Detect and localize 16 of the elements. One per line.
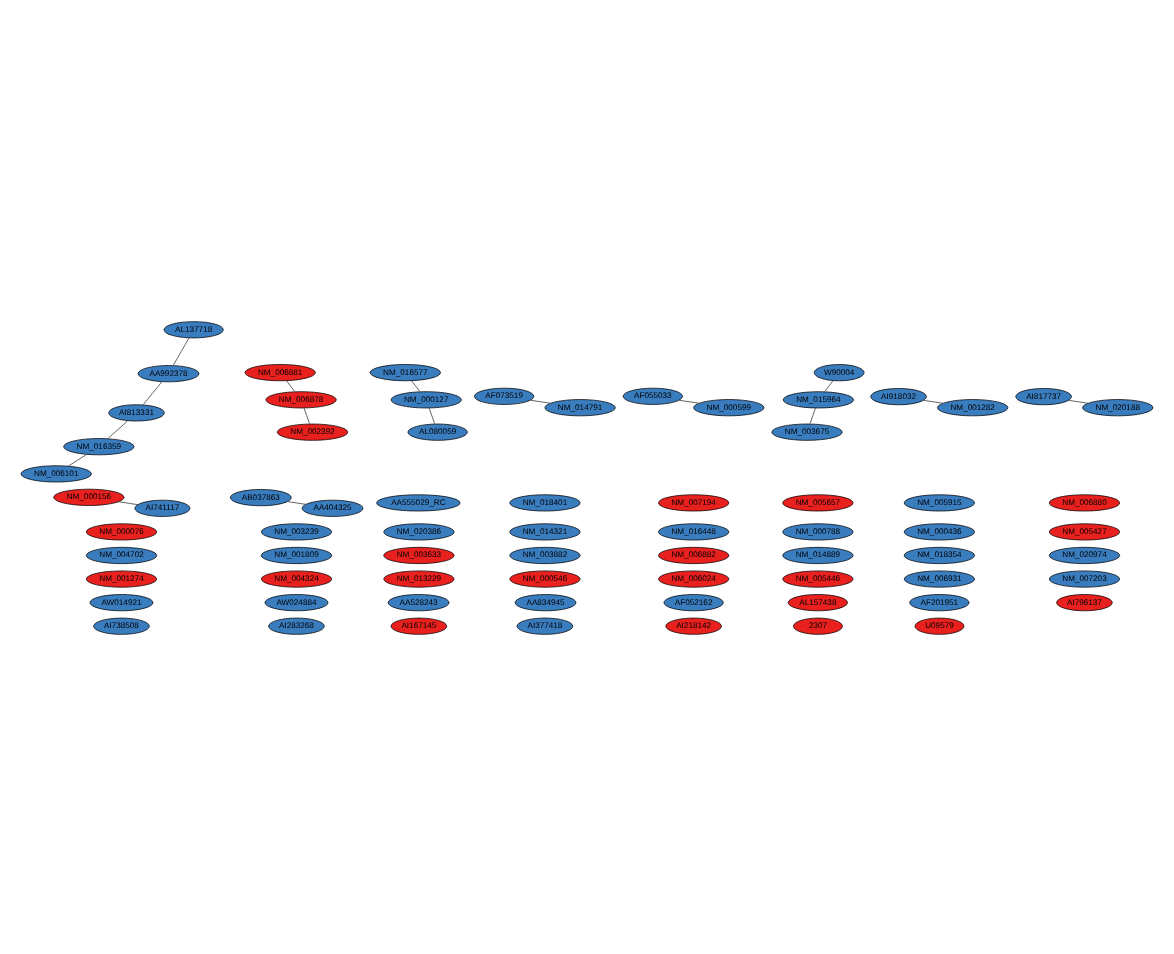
connector xyxy=(303,406,310,424)
connector xyxy=(287,500,307,504)
connector xyxy=(107,419,129,438)
connector xyxy=(286,379,296,391)
connector xyxy=(172,336,190,365)
connector xyxy=(428,406,436,424)
connector xyxy=(67,453,88,466)
connector xyxy=(1068,398,1089,403)
connector xyxy=(530,398,551,403)
connector xyxy=(142,380,163,405)
connector xyxy=(824,379,834,392)
connector xyxy=(411,379,421,391)
connector xyxy=(118,500,139,505)
connector xyxy=(809,406,816,424)
connector xyxy=(923,398,944,403)
connector xyxy=(678,398,700,403)
